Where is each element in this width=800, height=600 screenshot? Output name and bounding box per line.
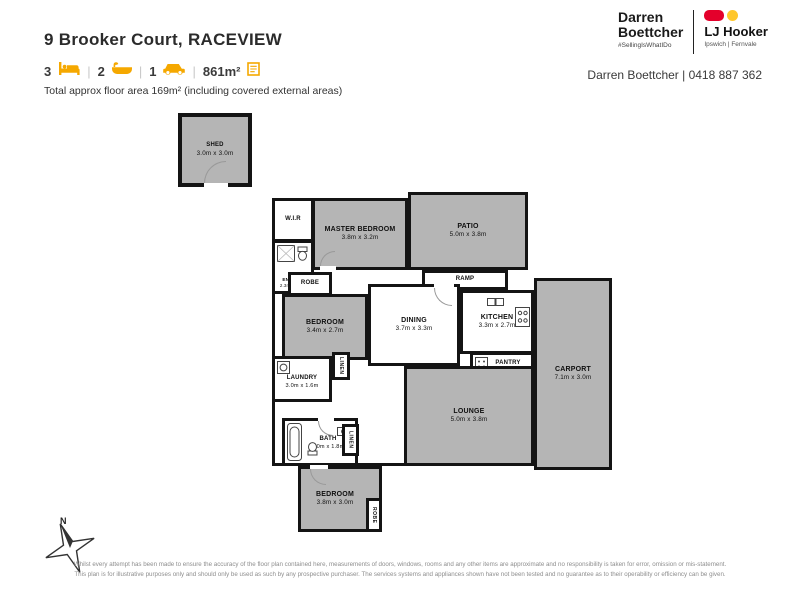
room-dims: 5.0m x 3.8m xyxy=(449,231,487,239)
agent-tagline: #SellingIsWhatIDo xyxy=(618,42,672,50)
room-label: RAMP xyxy=(455,276,475,283)
door-gap xyxy=(310,465,328,469)
compass-north-label: N xyxy=(60,516,67,526)
area-icon xyxy=(247,61,261,81)
room-wir: W.I.R xyxy=(272,198,314,242)
room-label: PANTRY xyxy=(495,360,521,367)
room-dims: 3.8m x 3.0m xyxy=(316,499,354,507)
door-gap xyxy=(204,183,228,187)
agent-last-name: Boettcher xyxy=(618,23,684,40)
agent-contact: Darren Boettcher | 0418 887 362 xyxy=(587,68,762,82)
floor-area-note: Total approx floor area 169m² (including… xyxy=(44,85,343,97)
branding-block: Darren Boettcher #SellingIsWhatIDo LJ Ho… xyxy=(618,10,778,54)
room-label: BEDROOM xyxy=(306,319,344,327)
land-area-value: 861m² xyxy=(202,63,241,79)
disclaimer-line-1: Whilst every attempt has been made to en… xyxy=(73,561,727,568)
page-title: 9 Brooker Court, RACEVIEW xyxy=(44,30,282,49)
room-label: ROBE xyxy=(371,506,377,524)
door-gap xyxy=(318,417,334,421)
room-label: ROBE xyxy=(300,280,320,287)
room-label: KITCHEN xyxy=(480,314,514,322)
room-label: W.I.R xyxy=(285,216,301,223)
room-label: LAUNDRY xyxy=(286,375,318,382)
room-label: SHED xyxy=(206,142,224,149)
property-stats: 3 | 2 | 1 | 861m² xyxy=(44,61,261,81)
door-gap xyxy=(320,266,336,270)
brand-yellow-mark-icon xyxy=(727,10,739,21)
room-label: BATH xyxy=(319,436,337,443)
beds-count: 3 xyxy=(44,63,52,79)
stove-icon xyxy=(515,307,530,332)
room-dims: 5.0m x 3.8m xyxy=(450,416,488,424)
shower-icon xyxy=(277,245,295,267)
laundry-tub-icon xyxy=(277,361,290,379)
brand-name: LJ Hooker xyxy=(704,24,768,39)
kitchen-sink-icon xyxy=(487,293,504,311)
logo-divider xyxy=(693,10,695,54)
baths-count: 2 xyxy=(97,63,105,79)
room-label: DINING xyxy=(401,317,427,325)
room-dims: 3.8m x 3.2m xyxy=(341,234,379,242)
stat-separator: | xyxy=(138,63,143,79)
agent-logo: Darren Boettcher #SellingIsWhatIDo xyxy=(618,10,683,54)
room-label: LOUNGE xyxy=(453,408,485,416)
room-dims: 3.7m x 3.3m xyxy=(395,325,433,333)
brand-logo-marks xyxy=(704,10,768,21)
brand-office: Ipswich | Fernvale xyxy=(704,41,757,48)
room-dims: 3.0m x 1.6m xyxy=(285,383,319,390)
room-label: CARPORT xyxy=(554,366,591,374)
room-linen-top: LINEN xyxy=(332,352,350,380)
room-label: MASTER BEDROOM xyxy=(324,226,396,234)
disclaimer-line-2: This plan is for illustrative purposes o… xyxy=(74,571,726,578)
door-swing-icon xyxy=(320,251,335,266)
brand-red-mark-icon xyxy=(704,10,725,21)
room-label: LINEN xyxy=(347,431,354,449)
toilet-icon xyxy=(307,442,318,461)
room-robe-bottom: ROBE xyxy=(366,498,382,532)
brand-logo: LJ Hooker Ipswich | Fernvale xyxy=(704,10,768,54)
bath-icon xyxy=(111,62,132,80)
door-gap xyxy=(434,284,454,288)
bathtub-icon xyxy=(287,423,302,466)
bed-icon xyxy=(58,62,80,80)
room-dims: 3.4m x 2.7m xyxy=(306,327,344,335)
room-linen-bottom: LINEN xyxy=(342,424,359,456)
room-label: PATIO xyxy=(457,223,479,231)
toilet-icon xyxy=(297,246,308,266)
room-dims: 7.1m x 3.0m xyxy=(554,374,592,382)
room-robe-top: ROBE xyxy=(288,272,332,296)
cars-count: 1 xyxy=(149,63,157,79)
room-label: BEDROOM xyxy=(316,491,354,499)
compass-rose-icon xyxy=(42,520,98,576)
stat-separator: | xyxy=(87,63,91,79)
car-icon xyxy=(163,62,186,80)
stat-separator: | xyxy=(192,63,196,79)
room-dims: 3.3m x 2.7m xyxy=(478,322,516,330)
room-dims: 3.0m x 3.0m xyxy=(196,149,234,157)
room-dims: 3.0m x 1.8m xyxy=(311,444,345,451)
room-label: LINEN xyxy=(338,357,344,375)
agent-first-name: Darren xyxy=(618,9,664,25)
